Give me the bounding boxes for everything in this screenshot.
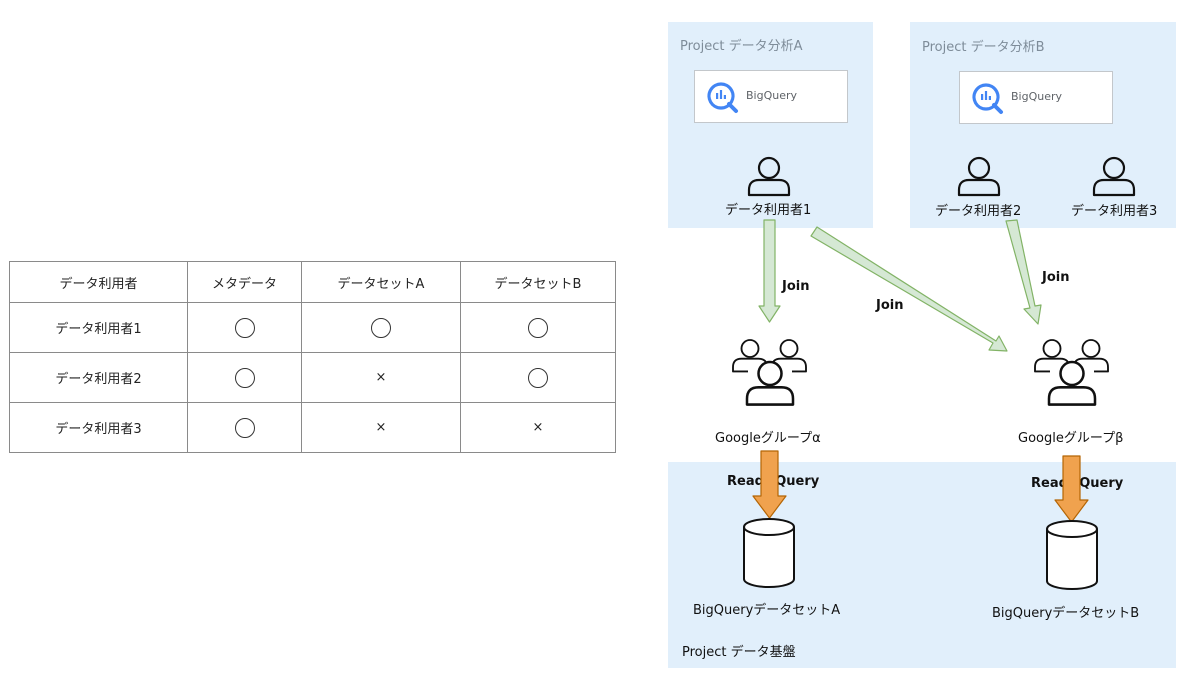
user-icon — [1092, 156, 1136, 197]
table-cell-user: データ利用者3 — [9, 402, 188, 453]
user-label-1: データ利用者1 — [725, 203, 812, 218]
permission-table: データ利用者 メタデータ データセットA データセットB データ利用者1 データ… — [9, 261, 616, 453]
denied-cross-icon: × — [460, 402, 616, 453]
user-icon — [957, 156, 1001, 197]
table-header: データセットB — [460, 261, 616, 303]
join-arrow — [758, 219, 781, 323]
bigquery-logo-icon — [972, 83, 1003, 114]
join-arrow — [810, 226, 1008, 352]
join-arrow — [1005, 219, 1042, 325]
table-header: メタデータ — [187, 261, 302, 303]
project-label-a: Project データ分析A — [680, 39, 803, 54]
denied-cross-icon: × — [301, 402, 461, 453]
edge-label-join-3: Join — [1042, 270, 1070, 285]
bigquery-card-b — [959, 71, 1113, 124]
table-row: データ利用者2 × — [9, 352, 616, 403]
group-icon — [732, 339, 807, 414]
database-cylinder-icon — [743, 518, 795, 588]
allowed-circle-icon — [460, 302, 616, 353]
bigquery-logo-icon — [707, 82, 738, 113]
project-label-base: Project データ基盤 — [682, 645, 796, 660]
table-row: データ利用者3 × × — [9, 402, 616, 453]
user-label-2: データ利用者2 — [935, 204, 1022, 219]
dataset-label-a: BigQueryデータセットA — [693, 603, 841, 618]
read-query-arrow — [1054, 455, 1089, 523]
project-panel-analysis-b — [910, 22, 1176, 228]
dataset-label-b: BigQueryデータセットB — [992, 606, 1140, 621]
allowed-circle-icon — [301, 302, 461, 353]
user-icon — [747, 156, 791, 197]
project-panel-analysis-a — [668, 22, 873, 228]
group-label-alpha: Googleグループα — [715, 431, 821, 446]
project-label-b: Project データ分析B — [922, 40, 1045, 55]
bigquery-label-b: BigQuery — [1011, 90, 1063, 103]
group-label-beta: Googleグループβ — [1018, 431, 1124, 446]
table-row: データ利用者1 — [9, 302, 616, 353]
group-icon — [1034, 339, 1109, 414]
bigquery-label-a: BigQuery — [746, 89, 798, 102]
user-label-3: データ利用者3 — [1071, 204, 1158, 219]
table-header: データ利用者 — [9, 261, 188, 303]
edge-label-join-2: Join — [876, 298, 904, 313]
table-header-row: データ利用者 メタデータ データセットA データセットB — [9, 261, 616, 303]
database-cylinder-icon — [1046, 520, 1098, 590]
allowed-circle-icon — [187, 402, 302, 453]
edge-label-join-1: Join — [782, 279, 810, 294]
bigquery-card-a — [694, 70, 848, 123]
read-query-arrow — [752, 450, 787, 519]
